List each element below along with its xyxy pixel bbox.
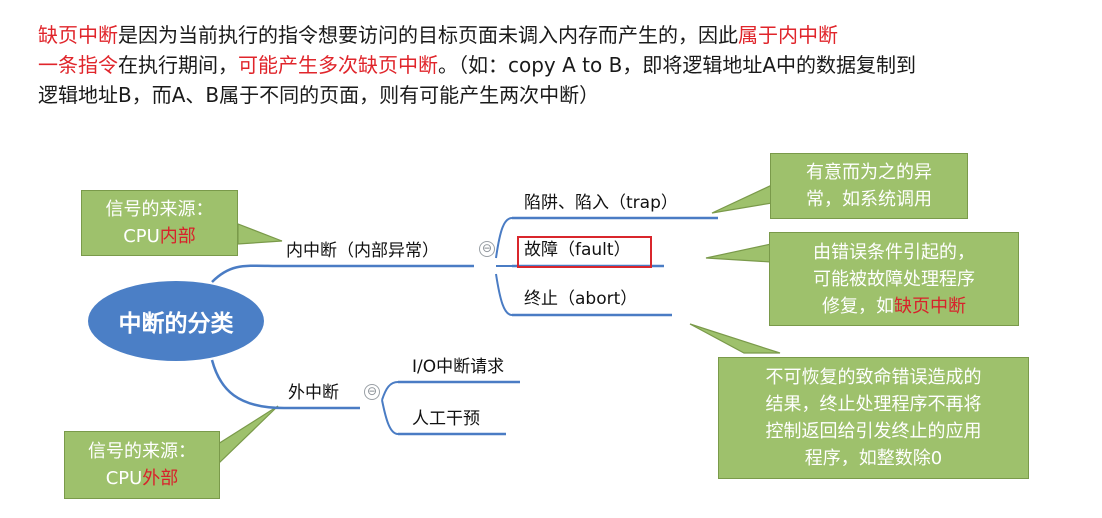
branch-internal-abort (495, 273, 513, 316)
root-node[interactable]: 中断的分类 (88, 281, 264, 361)
branch-external-io (381, 381, 399, 401)
note-fault: 由错误条件引起的， 可能被故障处理程序 修复，如缺页中断 (769, 232, 1019, 326)
note-line: 修复，如缺页中断 (822, 293, 966, 320)
note-line: 常，如系统调用 (806, 189, 932, 210)
note-line: 信号的来源： (88, 441, 196, 462)
branch-root-internal (211, 264, 285, 283)
node-trap[interactable]: 陷阱、陷入（trap） (524, 193, 678, 213)
node-io-interrupt-request[interactable]: I/O中断请求 (412, 357, 505, 377)
note-trap: 有意而为之的异 常，如系统调用 (770, 153, 968, 219)
note-line: CPU内部 (123, 223, 196, 250)
node-fault[interactable]: 故障（fault） (524, 240, 631, 260)
note-line: 可能被故障处理程序 (813, 268, 975, 290)
callout-pointer-trap (711, 184, 773, 214)
note-line: 结果，终止处理程序不再将 (765, 394, 982, 415)
collapse-toggle-internal[interactable]: ⊖ (479, 241, 495, 257)
note-text: 修复，如 (822, 295, 894, 317)
node-external-interrupt[interactable]: 外中断 (288, 383, 339, 403)
minus-circle-icon: ⊖ (481, 241, 493, 255)
intro-line-3: 逻辑地址B，而A、B属于不同的页面，则有可能产生两次中断） (38, 83, 600, 107)
node-manual-intervention[interactable]: 人工干预 (412, 409, 480, 429)
note-line: 由错误条件引起的， (813, 241, 975, 263)
branch-external-manual (381, 399, 399, 435)
intro-text: 是因为当前执行的指令想要访问的目标页面未调入内存而产生的，因此 (118, 23, 738, 47)
intro-text: 在执行期间， (118, 53, 238, 77)
note-line: 信号的来源： (105, 199, 214, 220)
branch-root-external (210, 359, 285, 410)
intro-highlight: 一条指令 (38, 53, 118, 77)
intro-paragraph: 缺页中断是因为当前执行的指令想要访问的目标页面未调入内存而产生的，因此属于内中断… (38, 20, 1088, 110)
note-line: 控制返回给引发终止的应用 (765, 421, 982, 442)
note-highlight: 缺页中断 (894, 295, 966, 317)
note-text: CPU (105, 468, 143, 489)
note-line: CPU外部 (106, 465, 179, 492)
node-internal-interrupt[interactable]: 内中断（内部异常） (286, 241, 439, 261)
callout-pointer-external-source (217, 405, 279, 466)
branch-internal-trap (495, 217, 513, 259)
intro-highlight: 缺页中断 (38, 23, 118, 47)
callout-pointer-abort (689, 323, 781, 354)
note-external-source: 信号的来源： CPU外部 (64, 431, 220, 499)
callout-pointer-internal-source (237, 223, 283, 245)
collapse-toggle-external[interactable]: ⊖ (364, 384, 380, 400)
note-abort: 不可恢复的致命错误造成的 结果，终止处理程序不再将 控制返回给引发终止的应用 程… (718, 357, 1029, 479)
note-internal-source: 信号的来源： CPU内部 (81, 190, 238, 256)
intro-line-2: 一条指令在执行期间，可能产生多次缺页中断。（如：copy A to B，即将逻辑… (38, 50, 1088, 80)
fault-highlight-box (517, 236, 652, 268)
note-highlight: 内部 (159, 226, 196, 247)
intro-text: 。（如：copy A to B，即将逻辑地址A中的数据复制到 (438, 53, 916, 77)
intro-line-1: 缺页中断是因为当前执行的指令想要访问的目标页面未调入内存而产生的，因此属于内中断 (38, 20, 1088, 50)
node-abort[interactable]: 终止（abort） (524, 289, 638, 309)
intro-highlight: 属于内中断 (738, 23, 838, 47)
callout-pointer-fault (705, 243, 772, 263)
note-line: 有意而为之的异 (806, 162, 932, 183)
note-highlight: 外部 (142, 468, 179, 489)
note-line: 不可恢复的致命错误造成的 (765, 367, 982, 388)
note-line: 程序，如整数除0 (804, 448, 943, 469)
intro-highlight: 可能产生多次缺页中断 (238, 53, 438, 77)
minus-circle-icon: ⊖ (366, 384, 378, 398)
note-text: CPU (123, 226, 160, 247)
